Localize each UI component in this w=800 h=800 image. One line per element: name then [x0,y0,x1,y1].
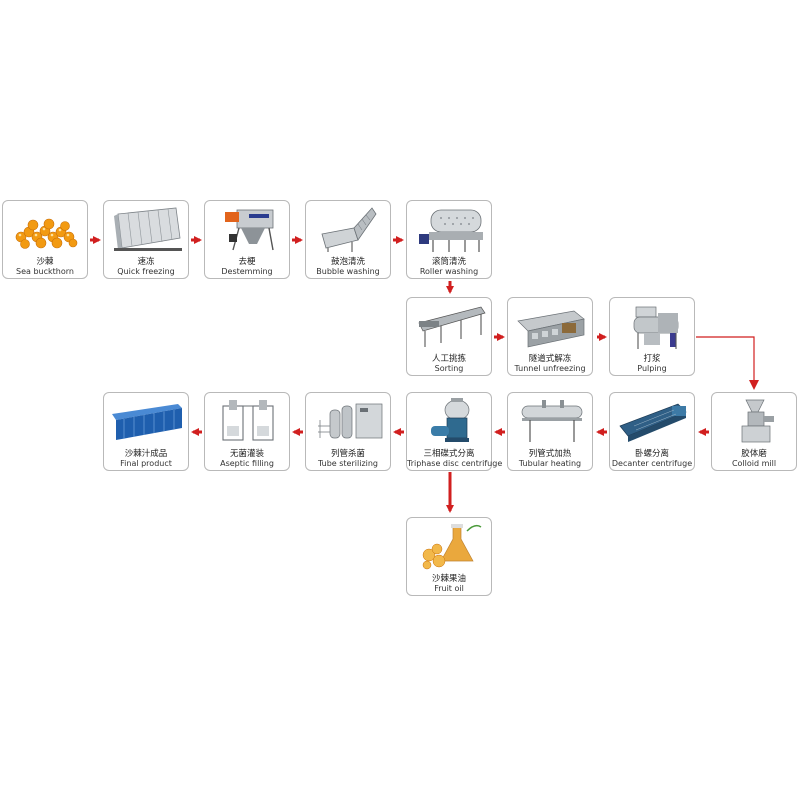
step-label-cn: 沙棘 [36,257,54,267]
step-label-en: Tunnel unfreezing [514,364,586,373]
blue-drums-icon [112,404,182,440]
thaw-tunnel-icon [517,310,585,348]
step-label-cn: 卧螺分离 [634,449,669,459]
oil-flask-icon [422,524,482,570]
step-label-en: Bubble washing [316,267,380,276]
step-label-en: Fruit oil [434,584,464,593]
step-label-en: Colloid mill [731,459,777,468]
step-tubular-heating: 列管式加热 Tubular heating [507,392,593,471]
step-label-en: Triphase disc centrifuge [407,459,503,468]
step-label-cn: 列管杀菌 [330,449,365,459]
colloid-mill-icon [741,399,774,443]
step-label-cn: 滚筒清洗 [431,257,466,267]
freezer-tunnel-icon [114,207,182,251]
step-label-cn: 人工挑拣 [431,354,466,364]
step-label-cn: 沙棘果油 [431,574,466,584]
step-label-en: Destemming [221,267,273,276]
aseptic-filler-icon [222,400,274,441]
step-tube-sterilizing: 列管杀菌 Tube sterilizing [305,392,391,471]
step-label-cn: 列管式加热 [528,449,572,459]
step-label-cn: 隧道式解冻 [528,354,572,364]
step-label-cn: 鼓泡清洗 [330,257,365,267]
orange-berries-icon [15,218,78,249]
roller-drum-icon [419,209,483,252]
step-tunnel-unfreezing: 隧道式解冻 Tunnel unfreezing [507,297,593,376]
step-fruit-oil: 沙棘果油 Fruit oil [406,517,492,596]
step-label-cn: 沙棘汁成品 [124,449,168,459]
step-label-en: Final product [120,459,172,468]
step-bubble-washing: 鼓泡清洗 Bubble washing [305,200,391,279]
step-label-cn: 胶体磨 [741,449,767,459]
step-sorting: 人工挑拣 Sorting [406,297,492,376]
destemmer-icon [225,209,274,251]
step-label-en: Aseptic filling [220,459,274,468]
step-label-cn: 去梗 [238,257,256,267]
step-colloid-mill: 胶体磨 Colloid mill [711,392,797,471]
step-sea-buckthorn: 沙棘 Sea buckthorn [2,200,88,279]
arrow [749,380,759,390]
step-destemming: 去梗 Destemming [204,200,290,279]
step-label-en: Sorting [434,364,464,373]
arrow [696,336,755,386]
step-final-product: 沙棘汁成品 Final product [103,392,189,471]
step-label-en: Sea buckthorn [16,267,74,276]
sterilizer-icon [318,403,383,439]
step-label-cn: 速冻 [137,257,155,267]
step-label-en: Decanter centrifuge [611,459,693,468]
step-label-en: Quick freezing [117,267,175,276]
tube-heater-icon [521,400,583,442]
sorting-conveyor-icon [418,306,486,347]
step-label-en: Tubular heating [518,459,582,468]
step-label-en: Pulping [637,364,667,373]
step-aseptic-filling: 无菌灌装 Aseptic filling [204,392,290,471]
step-pulping: 打浆 Pulping [609,297,695,376]
bubble-washer-icon [321,207,377,252]
step-label-cn: 无菌灌装 [229,449,264,459]
disc-separator-icon [431,398,470,442]
step-label-cn: 三相碟式分离 [423,449,475,459]
pulper-icon [633,306,679,349]
step-quick-freezing: 速冻 Quick freezing [103,200,189,279]
step-label-cn: 打浆 [643,354,661,364]
step-roller-washing: 滚筒清洗 Roller washing [406,200,492,279]
step-label-en: Roller washing [419,267,479,276]
decanter-icon [619,403,687,442]
step-decanter-centrifuge: 卧螺分离 Decanter centrifuge [609,392,695,471]
step-label-en: Tube sterilizing [317,459,379,468]
step-triphase-disc-centrifuge: 三相碟式分离 Triphase disc centrifuge [406,392,503,471]
